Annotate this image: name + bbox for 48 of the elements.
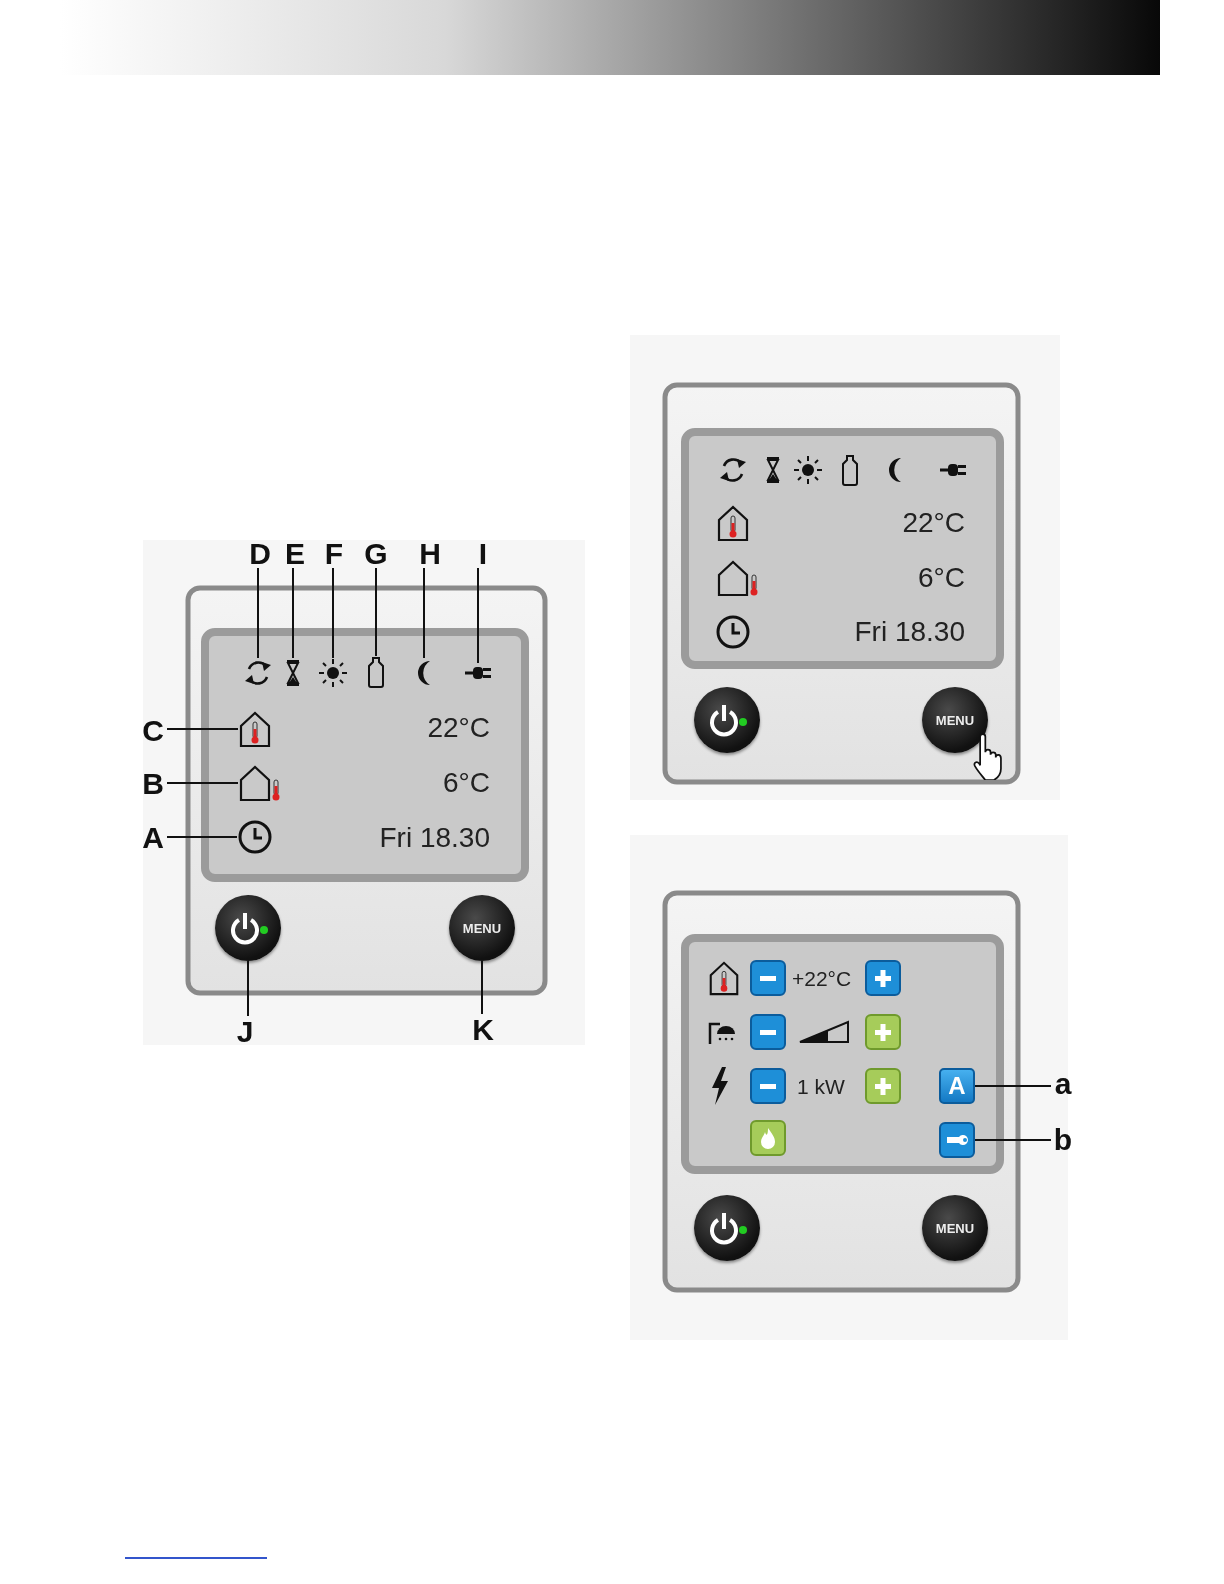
hourglass-icon — [285, 658, 301, 688]
callout-letter: F — [322, 538, 346, 568]
leader-line — [166, 728, 239, 730]
plus-button — [865, 1068, 901, 1104]
leader-line — [247, 960, 249, 1017]
callout-letter: K — [470, 1014, 496, 1046]
plus-button — [865, 960, 901, 996]
leader-line — [332, 567, 334, 659]
minus-button — [750, 1014, 786, 1050]
minus-button — [750, 1068, 786, 1104]
flame-button — [750, 1120, 786, 1156]
callout-letter: E — [283, 538, 307, 568]
callout-letter: H — [418, 538, 442, 568]
day-time-reading: Fri 18.30 — [379, 824, 490, 852]
callout-letter: A — [140, 822, 166, 854]
refresh-icon — [243, 658, 273, 688]
settings-button — [939, 1122, 975, 1158]
leader-line — [974, 1085, 1052, 1087]
leader-line — [166, 782, 239, 784]
callout-letter: a — [1052, 1068, 1074, 1100]
temperature-reading: 22°C — [902, 509, 965, 537]
clock-icon — [237, 819, 273, 855]
callout-letter: C — [140, 715, 166, 747]
temperature-reading: 6°C — [918, 564, 965, 592]
leader-line — [481, 960, 483, 1015]
temperature-setting: +22°C — [792, 967, 852, 989]
callout-letter: b — [1052, 1124, 1074, 1156]
temperature-reading: 22°C — [427, 714, 490, 742]
plus-button — [865, 1014, 901, 1050]
day-time-reading: Fri 18.30 — [854, 618, 965, 646]
house-thermometer-icon — [238, 710, 272, 748]
leader-line — [423, 567, 425, 659]
callout-letter: I — [471, 538, 495, 568]
leader-line — [257, 567, 259, 659]
leader-line — [166, 836, 238, 838]
leader-line — [477, 567, 479, 664]
leader-line — [375, 567, 377, 657]
callout-letter: D — [248, 538, 272, 568]
callout-letter: J — [233, 1016, 257, 1048]
sun-icon — [317, 658, 349, 688]
temperature-reading: 6°C — [443, 769, 490, 797]
power-setting: 1 kW — [797, 1075, 845, 1097]
leader-line — [974, 1139, 1052, 1141]
auto-button: A — [939, 1068, 975, 1104]
callout-letter: B — [140, 768, 166, 800]
callout-letter: G — [364, 538, 388, 568]
leader-line — [292, 567, 294, 659]
minus-button — [750, 960, 786, 996]
